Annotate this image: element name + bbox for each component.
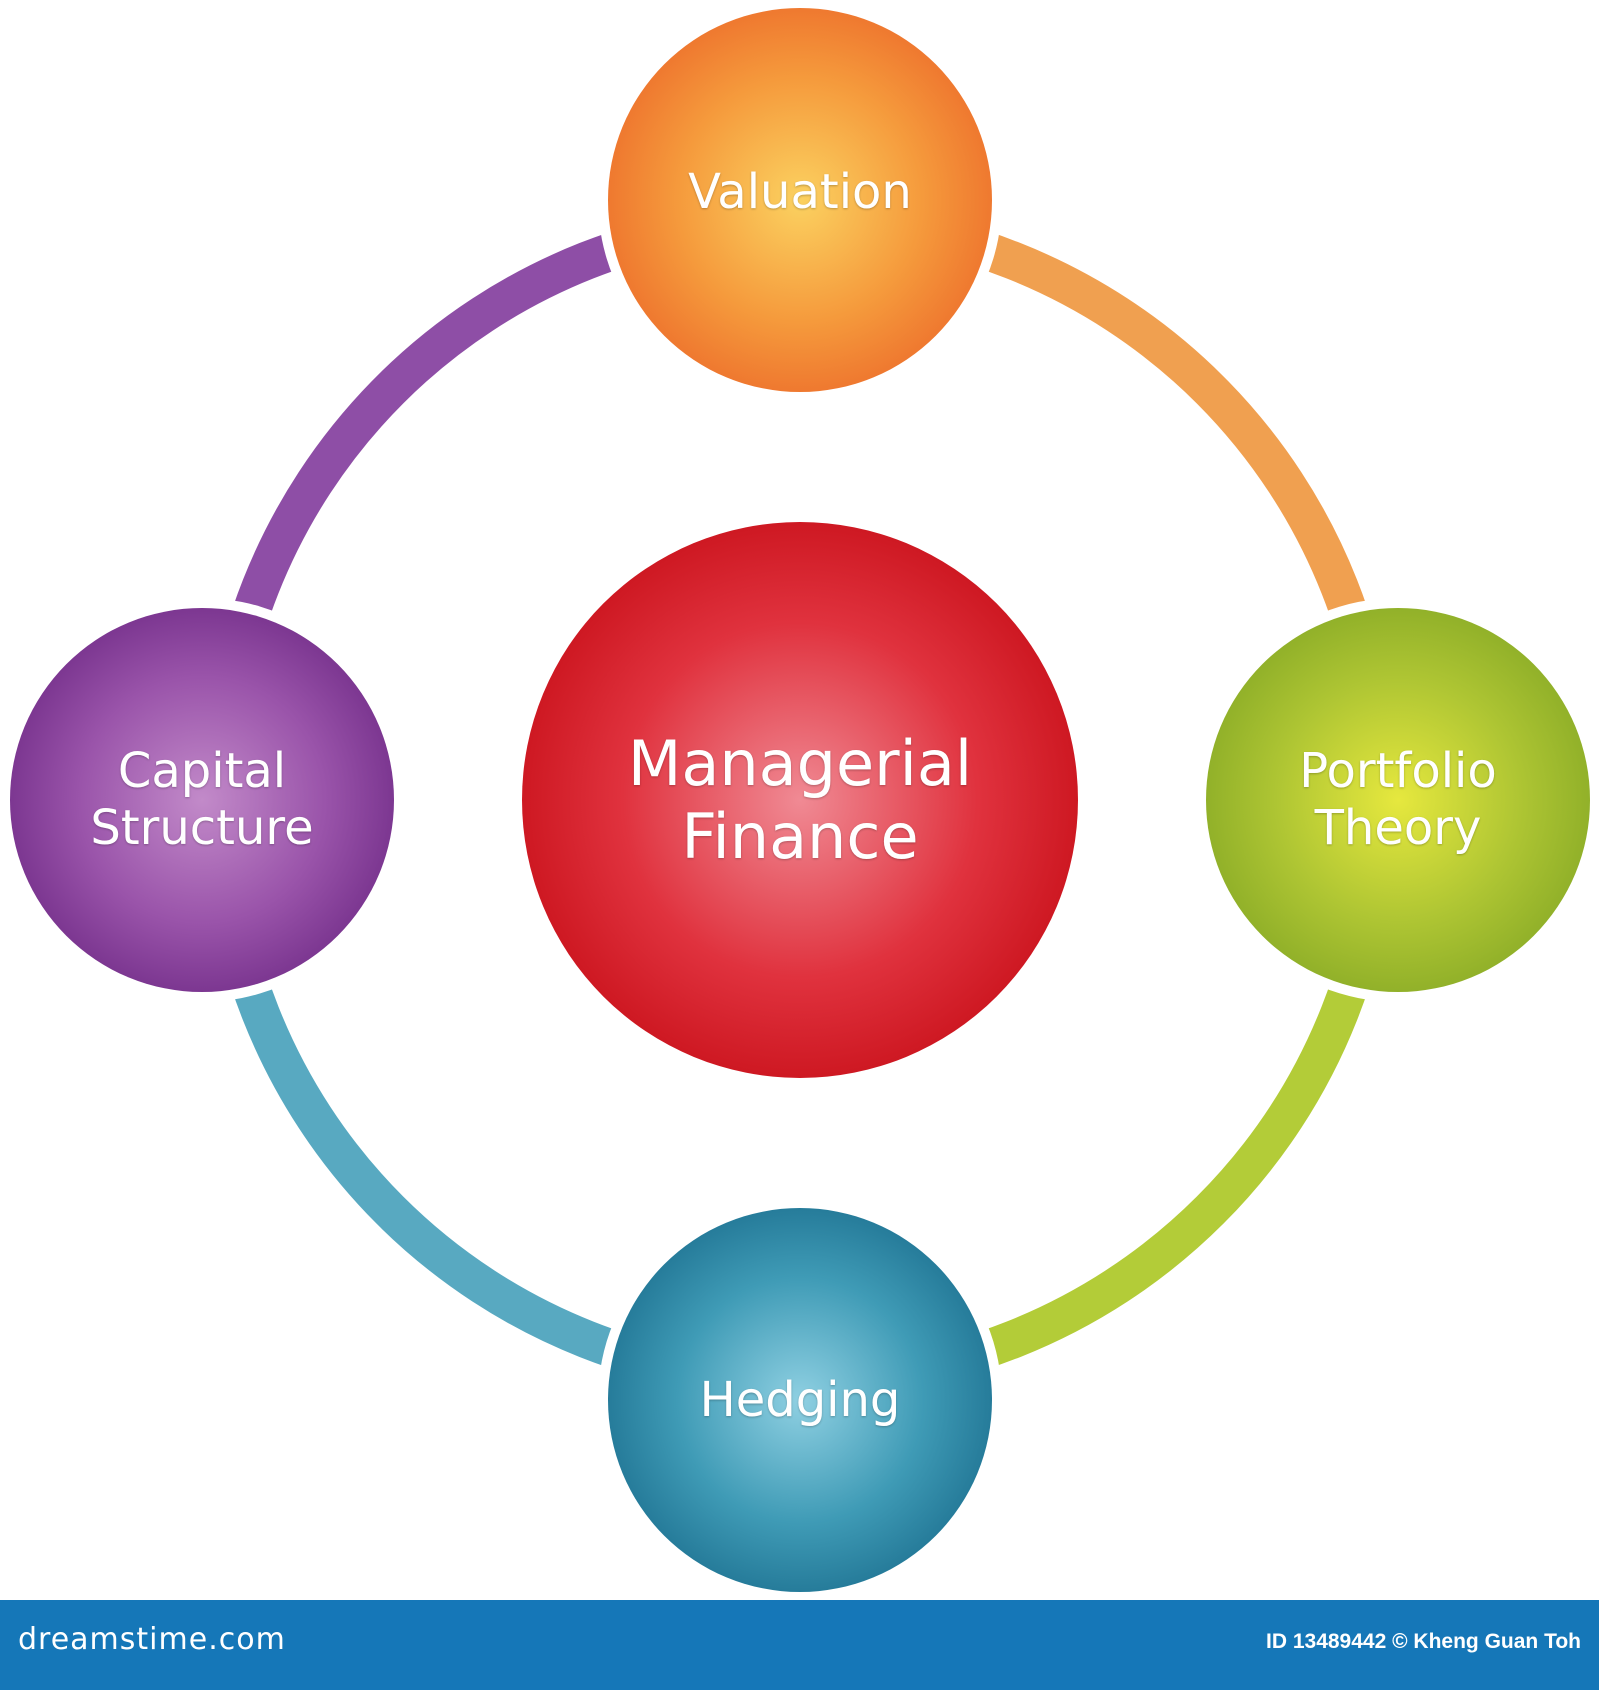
hedging-node: [608, 1208, 992, 1592]
footer-credit: ID 13489442 © Kheng Guan Toh: [1266, 1630, 1581, 1653]
hedging-node-label: Hedging: [699, 1371, 901, 1428]
footer-brand: dreamstime.com: [18, 1622, 286, 1657]
capital-structure-node-label: Capital Structure: [90, 743, 314, 856]
valuation-node: [608, 8, 992, 392]
diagram-canvas: [10, 8, 1590, 1592]
cycle-diagram: Managerial Finance Valuation Portfolio T…: [10, 8, 1590, 1592]
portfolio-theory-node: [1206, 608, 1590, 992]
center-node-label: Managerial Finance: [627, 726, 973, 873]
center-node: [522, 522, 1078, 1078]
portfolio-theory-node-label: Portfolio Theory: [1299, 743, 1497, 856]
node-circles: [10, 8, 1590, 1592]
footer-bar: dreamstime.com ID 13489442 © Kheng Guan …: [0, 1600, 1599, 1690]
valuation-node-label: Valuation: [688, 163, 912, 220]
capital-structure-node: [10, 608, 394, 992]
